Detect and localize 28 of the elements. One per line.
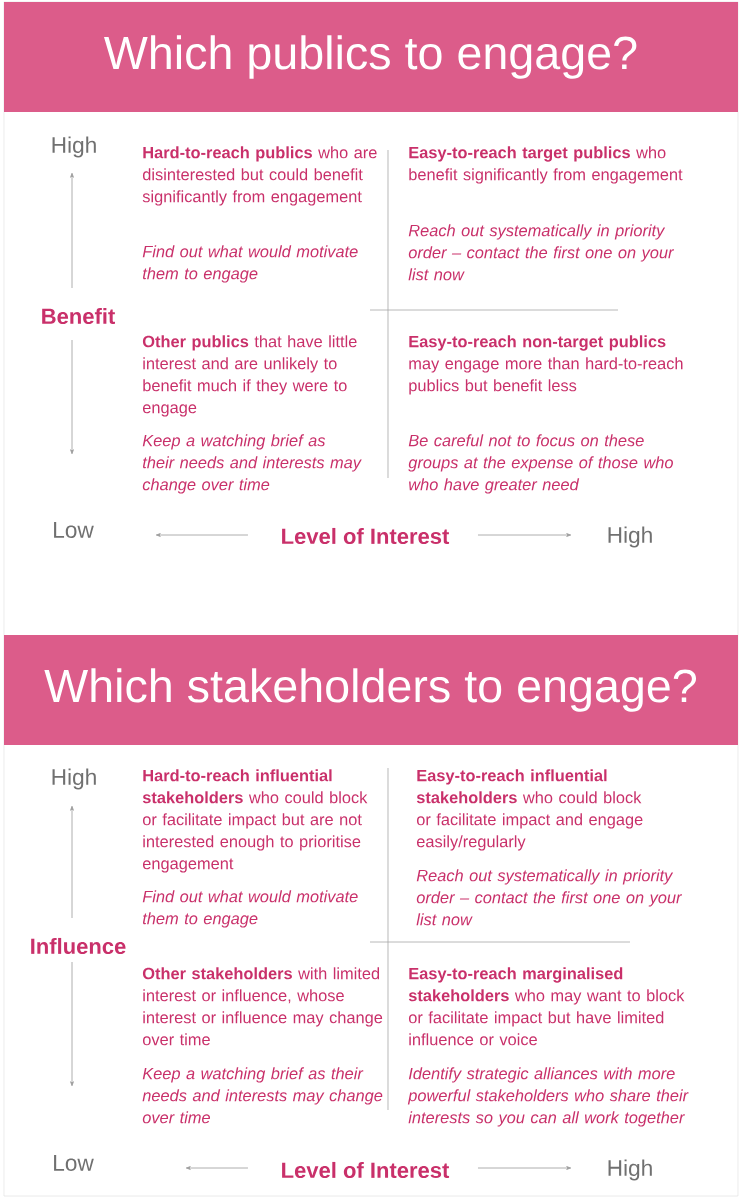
- quadrant-advice: Reach out systematically in priority order – contact the first one on your list now: [416, 869, 683, 926]
- quadrant-description: Easy-to-reach non-target publics may engage more than hard-to-reach publics but benefit less: [409, 335, 683, 395]
- quadrant-advice: Keep a watching brief as their needs and interests may change over time: [142, 1067, 383, 1124]
- axis-title: Influence: [31, 937, 126, 955]
- quadrant-advice: Find out what would motivate them to engage: [142, 245, 358, 283]
- axis-title: Level of Interest: [282, 527, 450, 545]
- quadrant-advice: Reach out systematically in priority order – contact the first one on your list now: [408, 224, 675, 281]
- axis-label: High: [608, 526, 652, 548]
- axis-label: Low: [54, 522, 94, 538]
- quadrant-advice: Keep a watching brief as their needs and interests may change over time: [142, 434, 362, 494]
- quadrant-advice: Find out what would motivate them to engage: [142, 890, 358, 928]
- title-band: Which stakeholders to engage?: [4, 635, 738, 745]
- axis-label: High: [608, 1159, 652, 1181]
- axis-label: High: [52, 136, 96, 158]
- axis-label: High: [52, 768, 96, 790]
- quadrant-description: Easy-to-reach marginalised stakeholders who may want to block or facilitate impact but have limited influence or voice: [408, 967, 685, 1046]
- axis-title: Benefit: [42, 307, 115, 325]
- quadrant-advice: Identify strategic alliances with more powerful stakeholders who share their interests so you can all work together: [407, 1067, 689, 1127]
- title-band: Which publics to engage?: [4, 2, 738, 112]
- quadrant-advice: Be careful not to focus on these groups at the expense of those who who have greater need: [408, 434, 673, 494]
- quadrant-description: Other publics that have little interest and are unlikely to benefit much if they were to engage: [142, 335, 357, 417]
- quadrant-description: Easy-to-reach influential stakeholders who could block or facilitate impact and engage easily/regularly: [416, 769, 643, 851]
- axis-label: Low: [54, 1155, 94, 1171]
- axis-title: Level of Interest: [282, 1161, 450, 1179]
- quadrant-description: Hard-to-reach publics who are disinterested but could benefit significantly from engagement: [142, 146, 377, 206]
- quadrant-description: Easy-to-reach target publics who benefit significantly from engagement: [409, 146, 683, 184]
- quadrant-description: Other stakeholders with limited interest or influence, whose interest or influence may change over time: [142, 967, 383, 1046]
- quadrant-description: Hard-to-reach influential stakeholders who could block or facilitate impact but are not interested enough to prioritise engagement: [142, 769, 368, 873]
